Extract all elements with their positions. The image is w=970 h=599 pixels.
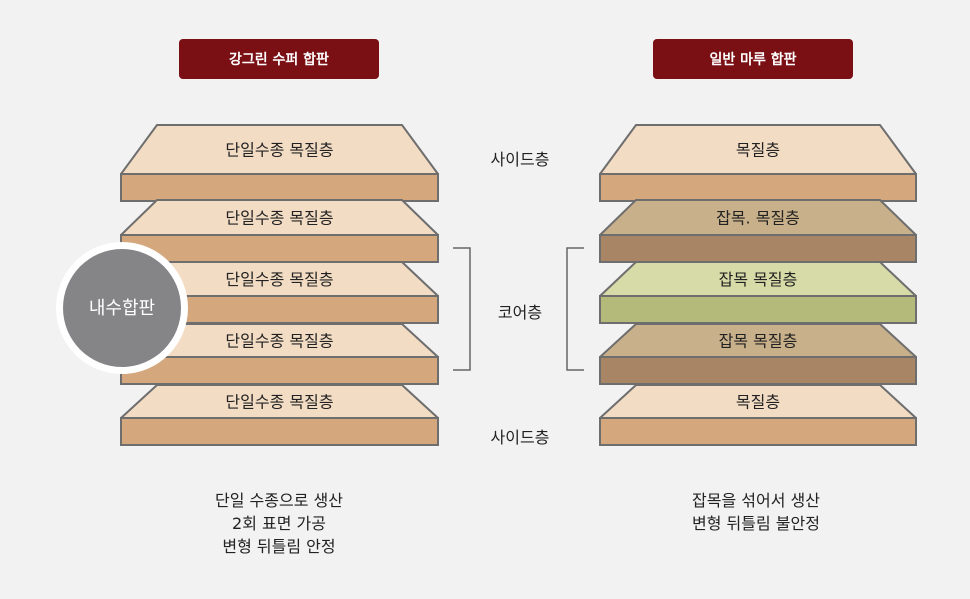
right-title: 일반 마루 합판 [653, 39, 853, 79]
left-caption-line: 변형 뒤틀림 안정 [222, 537, 336, 556]
left-layer-side [120, 356, 439, 385]
left-layer-side [120, 417, 439, 446]
right-layer-side [599, 173, 917, 202]
left-layer-side [120, 173, 439, 202]
left-layer-top [120, 384, 439, 419]
core-layer-label: 코어층 [497, 303, 543, 322]
right-layer-label: 목질층 [736, 141, 780, 160]
right-layer-top [599, 323, 917, 358]
right-layer-top [599, 261, 917, 297]
right-caption-line: 변형 뒤틀림 불안정 [692, 514, 820, 533]
left-layer-top [120, 124, 439, 175]
right-layer-top [599, 384, 917, 419]
left-layer-side [120, 234, 439, 263]
right-layer-label: 잡목 목질층 [719, 270, 798, 289]
right-layer-side [599, 417, 917, 446]
right-layer-top [599, 199, 917, 236]
right-layer-side [599, 356, 917, 385]
right-layer-label: 잡목. 목질층 [716, 209, 800, 228]
left-layer-label: 단일수종 목질층 [225, 393, 333, 412]
right-core-bracket [566, 247, 584, 371]
side-layer-label-top: 사이드층 [490, 150, 550, 169]
left-layer-top [120, 199, 439, 236]
right-layer-side [599, 234, 917, 263]
right-layer-label: 목질층 [736, 393, 780, 412]
left-layer-label: 단일수종 목질층 [225, 270, 333, 289]
right-caption-line: 잡목을 섞어서 생산 [692, 491, 820, 510]
right-layer-top [599, 124, 917, 175]
left-caption-line: 단일 수종으로 생산 [215, 491, 343, 510]
side-layer-label-bottom: 사이드층 [490, 428, 550, 447]
right-layer-side [599, 295, 917, 324]
left-layer-label: 단일수종 목질층 [225, 209, 333, 228]
left-caption: 단일 수종으로 생산 2회 표면 가공 변형 뒤틀림 안정 [149, 489, 409, 558]
left-layer-label: 단일수종 목질층 [225, 141, 333, 160]
right-layer-label: 잡목 목질층 [719, 332, 798, 351]
right-caption: 잡목을 섞어서 생산 변형 뒤틀림 불안정 [626, 489, 886, 535]
left-core-bracket [453, 247, 471, 371]
left-layer-label: 단일수종 목질층 [225, 332, 333, 351]
left-caption-line: 2회 표면 가공 [232, 514, 326, 533]
badge-label: 내수합판 [89, 298, 155, 319]
badge-circle [63, 249, 181, 367]
left-title: 강그린 수퍼 합판 [179, 39, 379, 79]
